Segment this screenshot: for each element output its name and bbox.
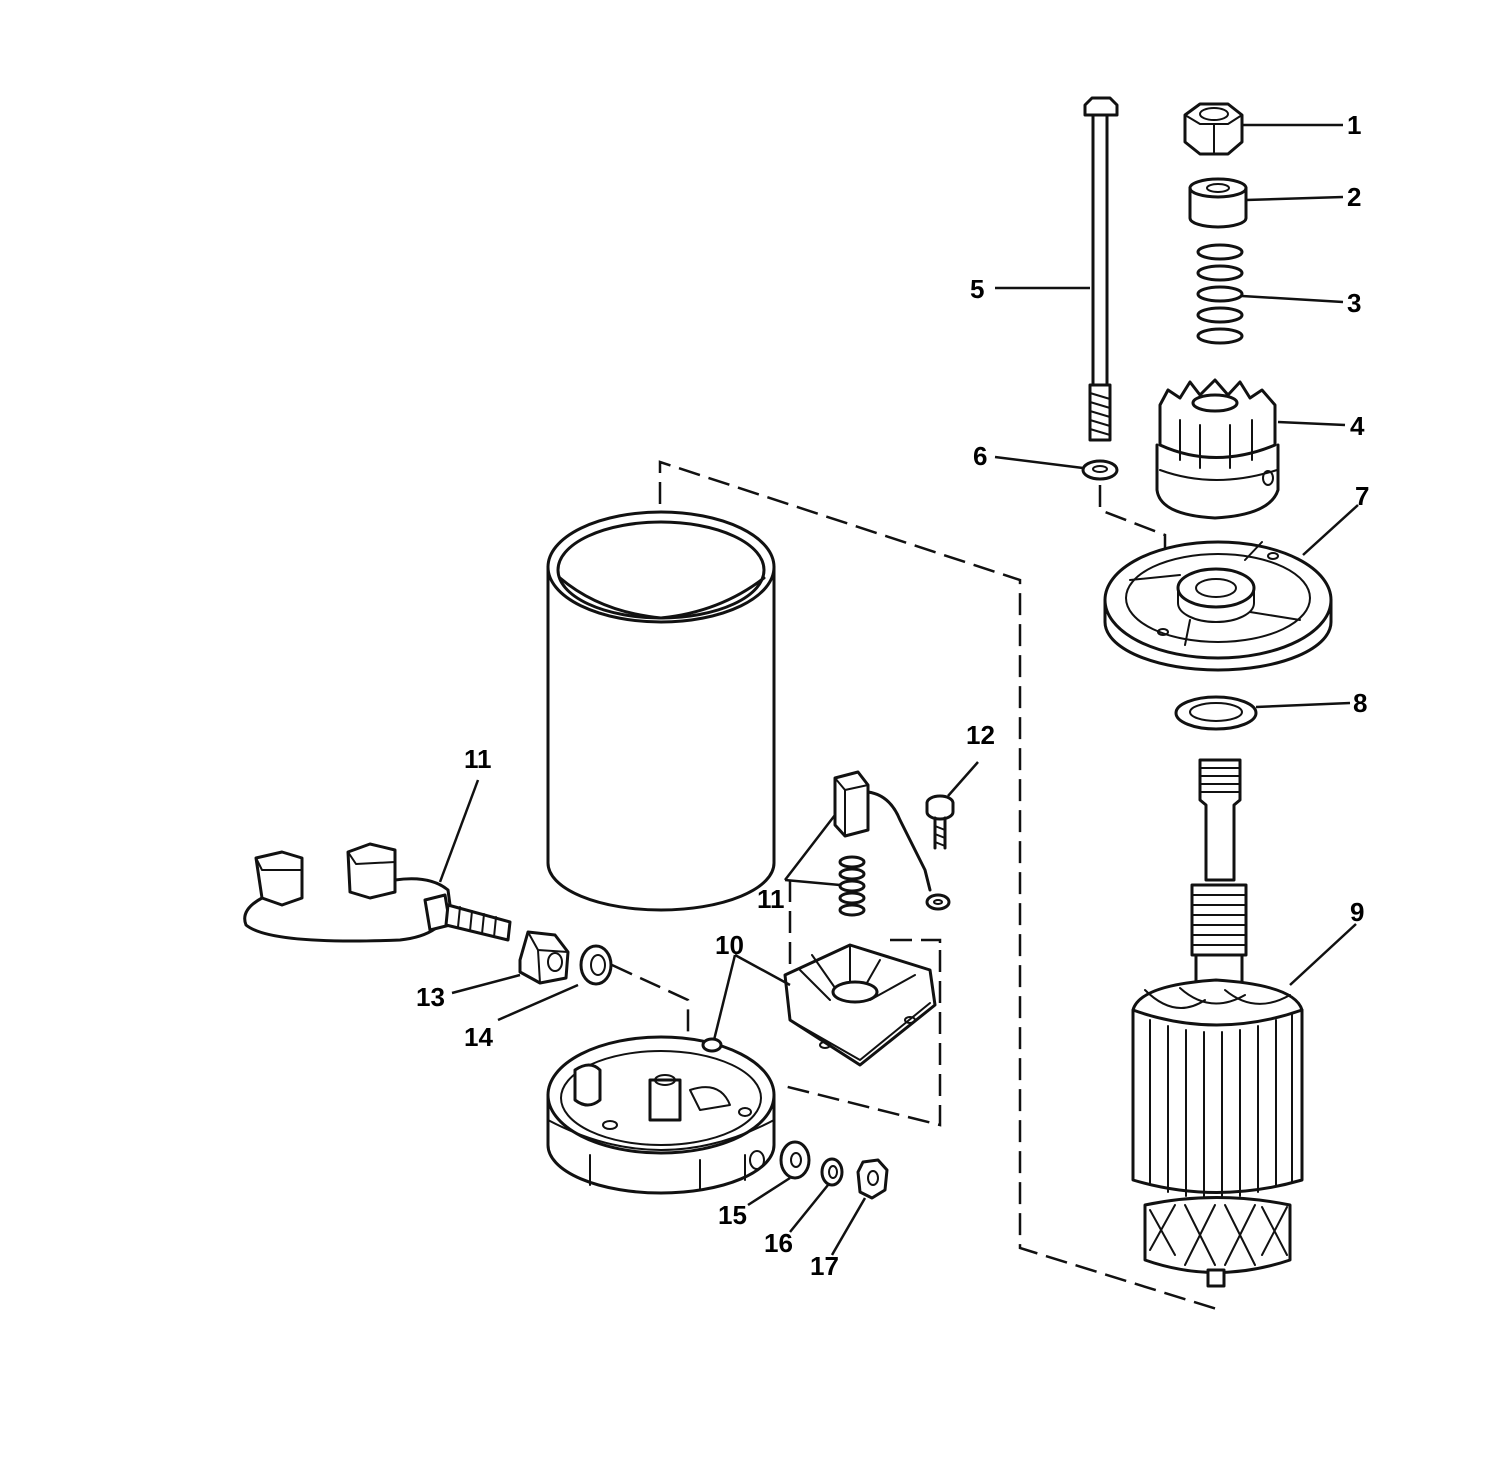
callout-5: 5 bbox=[970, 274, 984, 304]
part-9-armature bbox=[1131, 758, 1304, 1288]
callout-2: 2 bbox=[1347, 182, 1361, 212]
part-1-hex-nut bbox=[1183, 102, 1244, 156]
callout-1: 1 bbox=[1347, 110, 1361, 140]
part-6-washer bbox=[1081, 459, 1119, 481]
callout-12: 12 bbox=[966, 720, 995, 750]
field-frame-housing bbox=[546, 510, 776, 912]
callout-6: 6 bbox=[973, 441, 987, 471]
part-12-screw bbox=[925, 794, 955, 850]
callout-11-right: 11 bbox=[757, 884, 785, 914]
callout-3: 3 bbox=[1347, 288, 1361, 318]
part-4-drive-pinion bbox=[1155, 378, 1280, 520]
commutator-end-cap bbox=[546, 1035, 776, 1195]
part-13-terminal-block bbox=[518, 930, 570, 985]
part-10-brush-holder bbox=[783, 943, 937, 1067]
part-3-spring bbox=[1196, 243, 1244, 345]
part-8-thrust-washer bbox=[1174, 695, 1258, 731]
part-7-end-cap bbox=[1103, 540, 1333, 672]
part-16-lock-washer bbox=[820, 1157, 844, 1187]
callout-9: 9 bbox=[1350, 897, 1364, 927]
callout-15: 15 bbox=[718, 1200, 747, 1230]
callout-17: 17 bbox=[810, 1251, 839, 1281]
leader-lines bbox=[438, 123, 1359, 1256]
callout-14: 14 bbox=[464, 1022, 493, 1052]
callout-10: 10 bbox=[715, 930, 744, 960]
callout-8: 8 bbox=[1353, 688, 1367, 718]
callout-11-left: 11 bbox=[464, 744, 492, 774]
callout-13: 13 bbox=[416, 982, 445, 1012]
callout-16: 16 bbox=[764, 1228, 793, 1258]
callout-7: 7 bbox=[1355, 481, 1369, 511]
part-15-washer bbox=[779, 1140, 811, 1180]
part-14-washer bbox=[579, 944, 613, 986]
callout-labels: 1 2 3 4 5 6 7 8 9 10 11 11 12 13 14 15 1… bbox=[416, 110, 1369, 1281]
callout-4: 4 bbox=[1350, 411, 1365, 441]
part-17-hex-nut bbox=[856, 1158, 889, 1200]
part-2-spacer bbox=[1188, 177, 1248, 229]
part-5-through-bolt bbox=[1083, 96, 1119, 442]
part-11-brush-set-left bbox=[243, 842, 512, 943]
part-11-brush-spring-right bbox=[833, 770, 951, 917]
